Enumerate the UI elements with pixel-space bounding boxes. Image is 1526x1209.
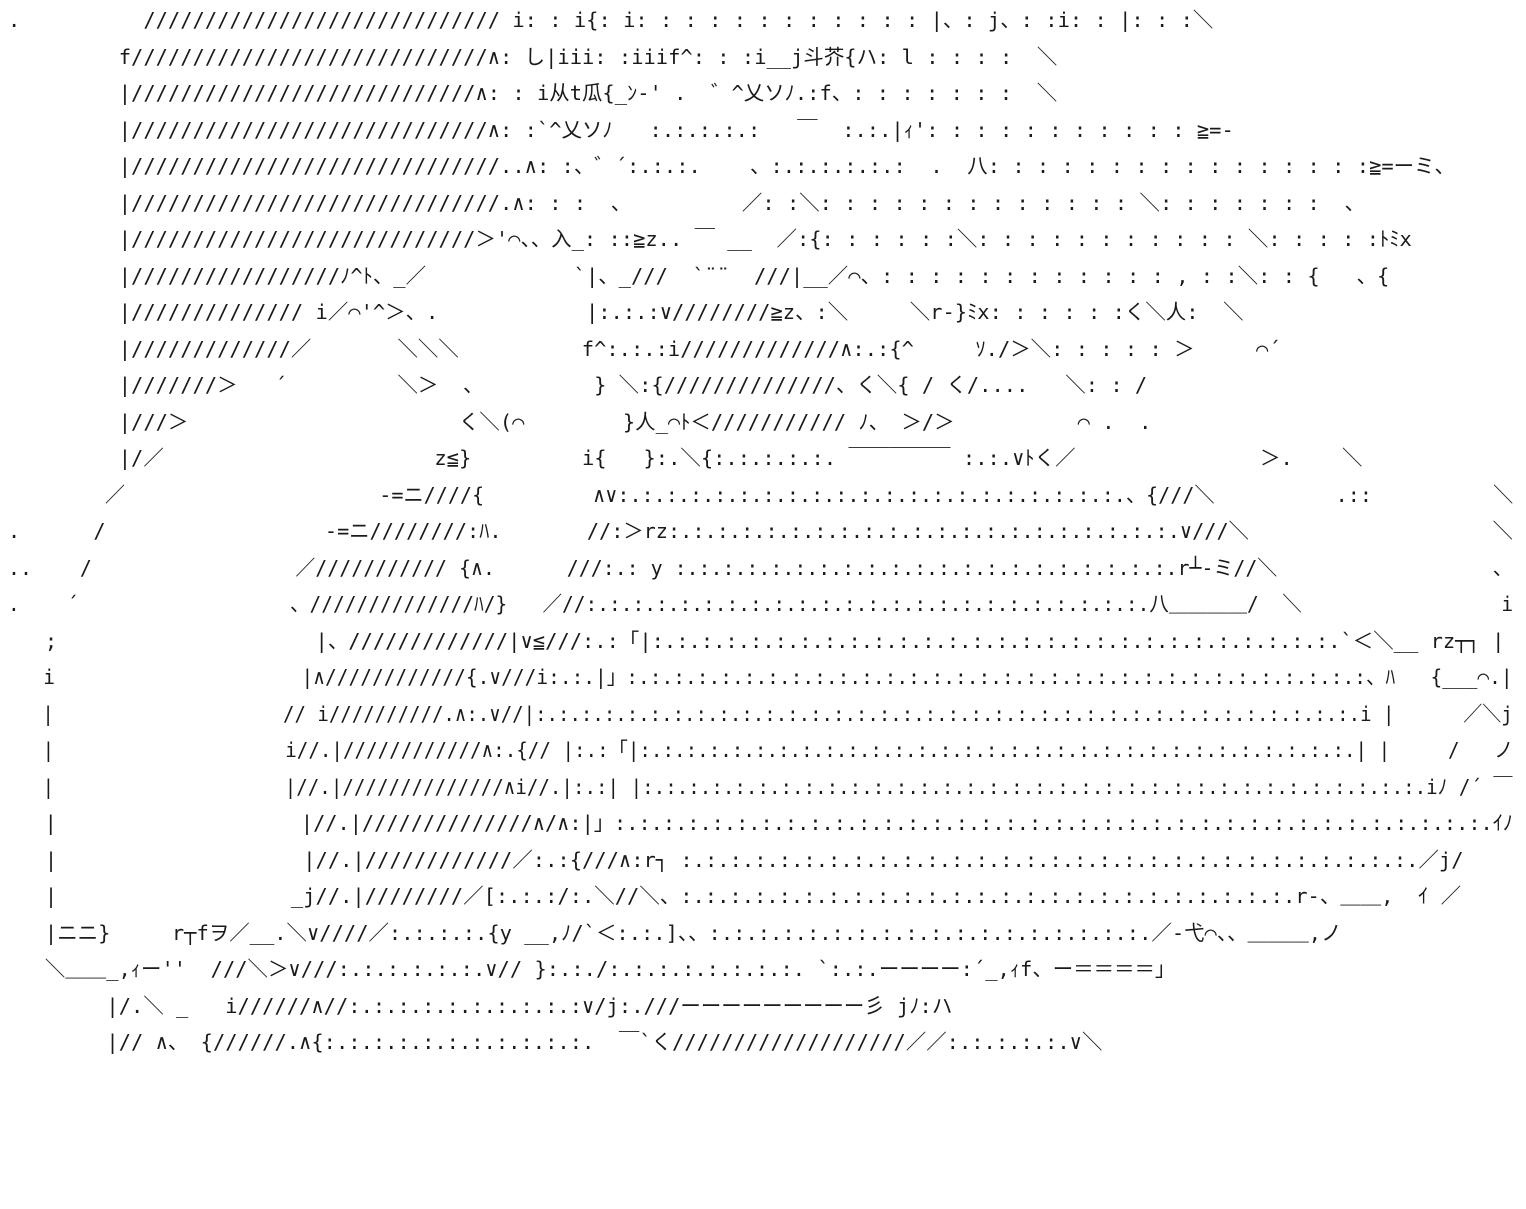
art-line: ＼＿＿_,ｨー'' ///＼＞∨///:.:.:.:.:.:.∨// }:.:.… <box>8 957 1176 981</box>
art-line: | |//.|//////////////∧/∧:|」:.:.:.:.:.:.:… <box>8 811 1513 835</box>
art-line: |////////////////////////////＞'⌒、、入_: ::… <box>8 227 1412 251</box>
art-line: |///＞ く＼(⌒ }人_⌒ﾄ＜/////////// ﾉ、 ＞/＞ ⌒ . … <box>8 409 1152 434</box>
art-line: . ///////////////////////////// i: : i{:… <box>8 8 1214 32</box>
art-line: i |∧////////////{.∨///i:.:.|」:.:.:.:.:.:… <box>8 665 1513 689</box>
art-line: |/////////////////////////////∧: :`^乂ソﾉ … <box>8 117 1234 142</box>
art-line: . / -=ニ////////:ﾊ. //:＞rz:.:.:.:.:.:.:.:… <box>8 519 1513 543</box>
art-line: |/.＼ _ i//////∧//:.:.:.:.:.:.:.:.:.:∨/j:… <box>8 993 953 1018</box>
art-line: ; |、/////////////|∨≦///:.:「|:.:.:.:.:.:.… <box>8 628 1505 653</box>
ascii-art: . ///////////////////////////// i: : i{:… <box>8 2 1518 1132</box>
art-line: |//////////////////////////////..∧: :、゛´… <box>8 154 1455 178</box>
art-line: | |//.|////////////／:.:{///∧:r┐ :.:.:.:.… <box>8 847 1464 872</box>
art-line: | // i//////////.∧:.∨//|:.:.:.:.:.:.:.:.… <box>8 701 1513 726</box>
art-line: |ニニ} r┬fヲ／__.＼∨////／:.:.:.:.{y __,ﾉ/`＜:.… <box>8 920 1342 945</box>
art-line: | _j//.|////////／[:.:.:/:.＼//＼、:.:.:.:.:… <box>8 884 1462 908</box>
art-line: | i//.|////////////∧:.{// |:.:「|:.:.:.:.… <box>8 738 1514 762</box>
art-line: |/／ z≦} i{ }:.＼{:.:.:.:.:. ￣￣￣￣￣ :.:.∨ﾄく… <box>8 446 1363 470</box>
art-line: | |//.|//////////////∧i//.|:.:| |:.:.:.:… <box>8 774 1513 799</box>
art-line: ／ -=ニ////{ ∧∨:.:.:.:.:.:.:.:.:.:.:.:.:.:… <box>8 482 1514 507</box>
art-line: f/////////////////////////////∧: し|iii: … <box>8 44 1058 69</box>
art-line: |////////////////////////////∧: : i从t瓜{_… <box>8 81 1058 105</box>
art-line: |//////////////////////////////.∧: : : 、… <box>8 190 1365 215</box>
art-line: |////////////// i／⌒'^＞、. |:.:.:∨////////… <box>8 300 1244 324</box>
art-line: |///////＞ ´ ＼＞ 、 } ＼:{//////////////、く＼{… <box>8 373 1148 397</box>
art-line: |/////////////////ﾉ^ﾄ、_／ `|、_/// `¨¨ ///… <box>8 263 1390 288</box>
art-line: |/////////////／ ＼＼＼ f^:.:.:i////////////… <box>8 336 1281 361</box>
art-line: . ´ 、//////////////ﾊ/} ／//:.:.:.:.:.:.:.… <box>8 592 1514 616</box>
art-line: .. / ／/////////// {∧. ///:.: y :.:.:.:.:… <box>8 555 1513 580</box>
art-line: |// ∧、 {//////.∧{:.:.:.:.:.:.:.:.:.:.:. … <box>8 1030 1103 1054</box>
